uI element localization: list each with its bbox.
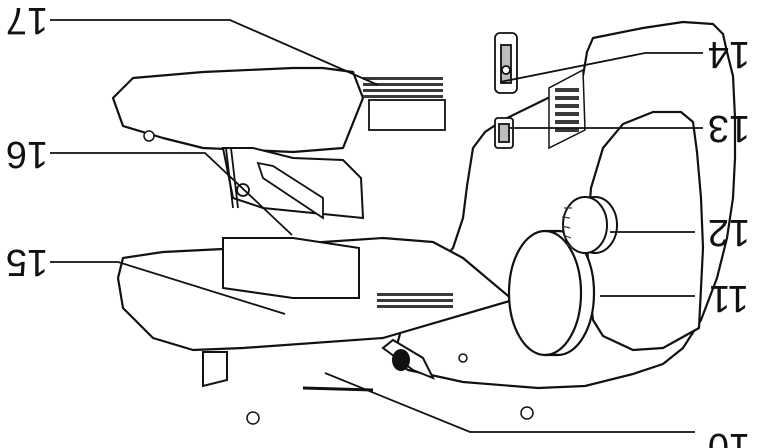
callout-labels: 10 11 12 13 14 15 16 17 bbox=[6, 0, 750, 448]
leader-line-15 bbox=[50, 261, 286, 315]
rear-vent-grille-upper bbox=[363, 77, 443, 98]
leader-line-16 bbox=[50, 152, 293, 236]
carry-handle bbox=[202, 351, 228, 388]
callout-16: 16 bbox=[6, 133, 48, 175]
spool-pin bbox=[302, 338, 436, 392]
side-panel bbox=[585, 110, 705, 352]
free-arm-recess bbox=[221, 147, 365, 299]
stitch-knob bbox=[561, 196, 618, 254]
callout-11: 11 bbox=[709, 277, 748, 319]
top-cover bbox=[111, 66, 365, 154]
callout-14: 14 bbox=[708, 33, 750, 75]
callout-10: 10 bbox=[708, 425, 750, 448]
callout-12: 12 bbox=[708, 211, 750, 253]
leader-line-17 bbox=[50, 19, 379, 86]
rear-vent-grille-lower bbox=[377, 293, 453, 308]
machine-drawing-rotated bbox=[111, 20, 737, 425]
leader-lines bbox=[50, 19, 703, 433]
handwheel bbox=[507, 229, 596, 357]
callout-13: 13 bbox=[708, 107, 750, 149]
screws bbox=[143, 130, 534, 425]
rating-plate bbox=[368, 99, 446, 131]
power-socket bbox=[494, 117, 514, 149]
callout-17: 17 bbox=[6, 0, 48, 41]
bobbin-winder bbox=[225, 147, 324, 220]
callout-15: 15 bbox=[6, 241, 48, 283]
foot-controller-jack bbox=[494, 32, 518, 94]
leader-line-10 bbox=[324, 372, 695, 433]
machine-body bbox=[111, 20, 737, 390]
leader-line-14 bbox=[499, 52, 703, 83]
